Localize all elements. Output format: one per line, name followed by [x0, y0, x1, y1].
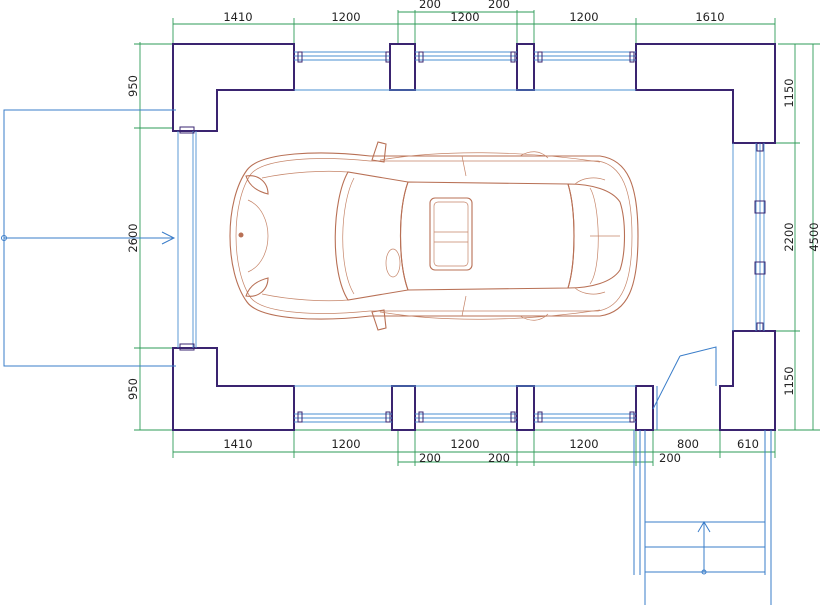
dim-bottom-1200-c: 1200 — [569, 437, 598, 451]
window-mullions — [179, 51, 766, 423]
dim-right-1150-bottom: 1150 — [782, 366, 796, 395]
garage-walls — [172, 43, 776, 431]
entry-door — [652, 346, 717, 430]
dim-bottom-610: 610 — [737, 437, 759, 451]
dim-top-200-b: 200 — [488, 0, 510, 11]
bottom-dimension-labels: 1410 1200 1200 1200 800 610 200 200 200 — [223, 437, 759, 465]
dim-right-2200: 2200 — [782, 222, 796, 251]
dim-left-2600: 2600 — [126, 223, 140, 252]
dim-bottom-1200-b: 1200 — [450, 437, 479, 451]
gate-outline — [1, 109, 176, 367]
top-dimension-labels: 1410 1200 200 1200 200 1200 1610 — [223, 0, 724, 24]
dim-top-200-a: 200 — [419, 0, 441, 11]
entry-steps — [633, 430, 772, 605]
dim-top-1610: 1610 — [695, 10, 724, 24]
dim-top-1200-b: 1200 — [450, 10, 479, 24]
dim-bottom-800: 800 — [677, 437, 699, 451]
dim-top-1200-a: 1200 — [331, 10, 360, 24]
dim-left-950-top: 950 — [126, 75, 140, 97]
dim-bottom-200-c: 200 — [659, 451, 681, 465]
dim-left-950-bottom: 950 — [126, 378, 140, 400]
car-icon — [229, 141, 639, 331]
left-dimension-labels: 950 2600 950 — [126, 75, 140, 400]
dim-bottom-200-a: 200 — [419, 451, 441, 465]
dim-bottom-1410: 1410 — [223, 437, 252, 451]
dim-bottom-1200-a: 1200 — [331, 437, 360, 451]
dim-top-1200-c: 1200 — [569, 10, 598, 24]
dim-bottom-200-b: 200 — [488, 451, 510, 465]
right-dimension-labels: 1150 2200 1150 4500 — [782, 78, 821, 395]
dim-right-1150-top: 1150 — [782, 78, 796, 107]
window-glazing — [177, 51, 765, 423]
dim-top-1410: 1410 — [223, 10, 252, 24]
dim-right-4500: 4500 — [807, 222, 821, 251]
